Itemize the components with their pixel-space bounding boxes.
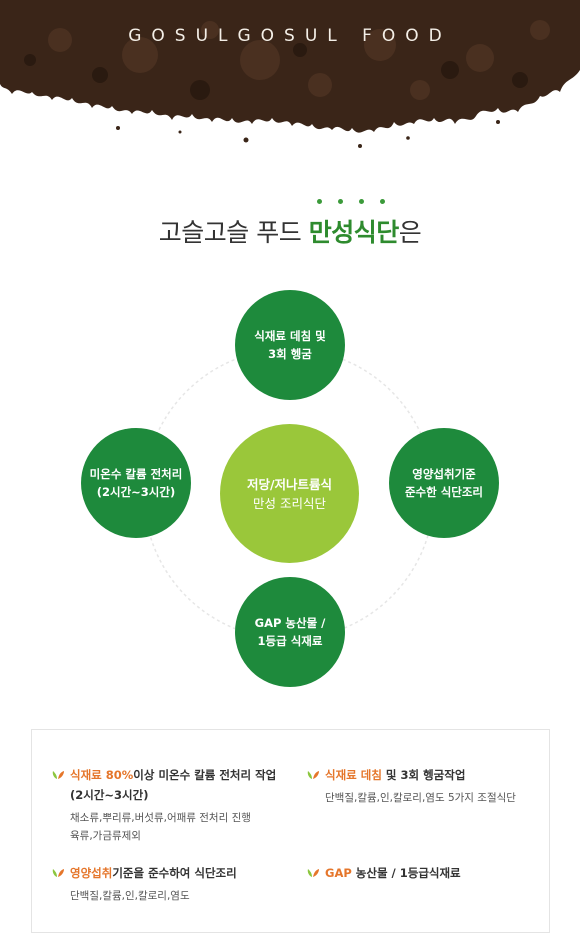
info-item-highlight: 영양섭취 — [70, 866, 113, 880]
top-line1: 식재료 데침 및 — [254, 329, 326, 343]
info-item-title: GAP 농산물 / 1등급식재료 — [307, 863, 461, 883]
soil-header-image — [0, 0, 580, 148]
info-item-title-rest: 농산물 / 1등급식재료 — [351, 866, 461, 880]
info-item-title-rest: 및 3회 헹굼작업 — [381, 768, 466, 782]
info-item-sub: 육류,가금류제외 — [70, 830, 141, 842]
info-item-sub: 단백질,칼륨,인,칼로리,염도 — [70, 890, 190, 902]
right-line1: 영양섭취기준 — [412, 467, 476, 481]
center-line1: 저당/저나트륨식 — [246, 476, 333, 492]
left-circle: 미온수 칼륨 전처리 (2시간~3시간) — [81, 428, 191, 538]
bottom-line1: GAP 농산물 / — [254, 616, 326, 630]
info-item-title-rest: 기준을 준수하여 식단조리 — [112, 866, 237, 880]
info-item-blanching: 식재료 데침 및 3회 헹굼작업 단백질,칼륨,인,칼로리,염도 5가지 조절식… — [307, 765, 516, 807]
info-item-highlight: 식재료 데침 — [325, 768, 382, 782]
left-line1: 미온수 칼륨 전처리 — [89, 467, 183, 481]
heading-accent: 만성식단 — [308, 218, 400, 247]
leaf-icon — [52, 869, 64, 877]
bottom-line2: 1등급 식재료 — [257, 634, 323, 648]
info-item-sub: 단백질,칼륨,인,칼로리,염도 5가지 조절식단 — [325, 792, 516, 804]
info-item-sub: 채소류,뿌리류,버섯류,어패류 전처리 진행 — [70, 812, 251, 824]
bottom-circle: GAP 농산물 / 1등급 식재료 — [235, 577, 345, 687]
top-circle: 식재료 데침 및 3회 헹굼 — [235, 290, 345, 400]
info-item-title-line2: (2시간~3시간) — [70, 788, 149, 802]
heading-prefix: 고슬고슬 푸드 — [158, 218, 309, 247]
info-item-title: 식재료 80%이상 미온수 칼륨 전처리 작업 — [52, 765, 276, 785]
right-line2: 준수한 식단조리 — [404, 485, 484, 499]
info-item-title: 식재료 데침 및 3회 헹굼작업 — [307, 765, 516, 785]
info-box: 식재료 80%이상 미온수 칼륨 전처리 작업 (2시간~3시간) 채소류,뿌리… — [31, 729, 550, 933]
info-item-title: 영양섭취기준을 준수하여 식단조리 — [52, 863, 237, 883]
heading-accent-dots — [317, 199, 397, 207]
leaf-icon — [52, 771, 64, 779]
page-heading: 고슬고슬 푸드 만성식단은 — [0, 213, 580, 249]
right-circle: 영양섭취기준 준수한 식단조리 — [389, 428, 499, 538]
heading-suffix: 은 — [398, 218, 422, 247]
info-item-potassium: 식재료 80%이상 미온수 칼륨 전처리 작업 (2시간~3시간) 채소류,뿌리… — [52, 765, 276, 845]
left-line2: (2시간~3시간) — [96, 485, 176, 499]
info-item-gap: GAP 농산물 / 1등급식재료 — [307, 863, 461, 883]
top-line2: 3회 헹굼 — [268, 347, 312, 361]
info-item-highlight: 식재료 80% — [70, 768, 134, 782]
center-circle: 저당/저나트륨식 만성 조리식단 — [220, 424, 359, 563]
leaf-icon — [307, 771, 319, 779]
info-item-highlight: GAP — [325, 866, 352, 880]
info-item-nutrition: 영양섭취기준을 준수하여 식단조리 단백질,칼륨,인,칼로리,염도 — [52, 863, 237, 905]
leaf-icon — [307, 869, 319, 877]
center-line2: 만성 조리식단 — [253, 495, 326, 511]
info-item-title-rest: 이상 미온수 칼륨 전처리 작업 — [133, 768, 277, 782]
brand-title: GOSULGOSUL FOOD — [128, 26, 452, 46]
